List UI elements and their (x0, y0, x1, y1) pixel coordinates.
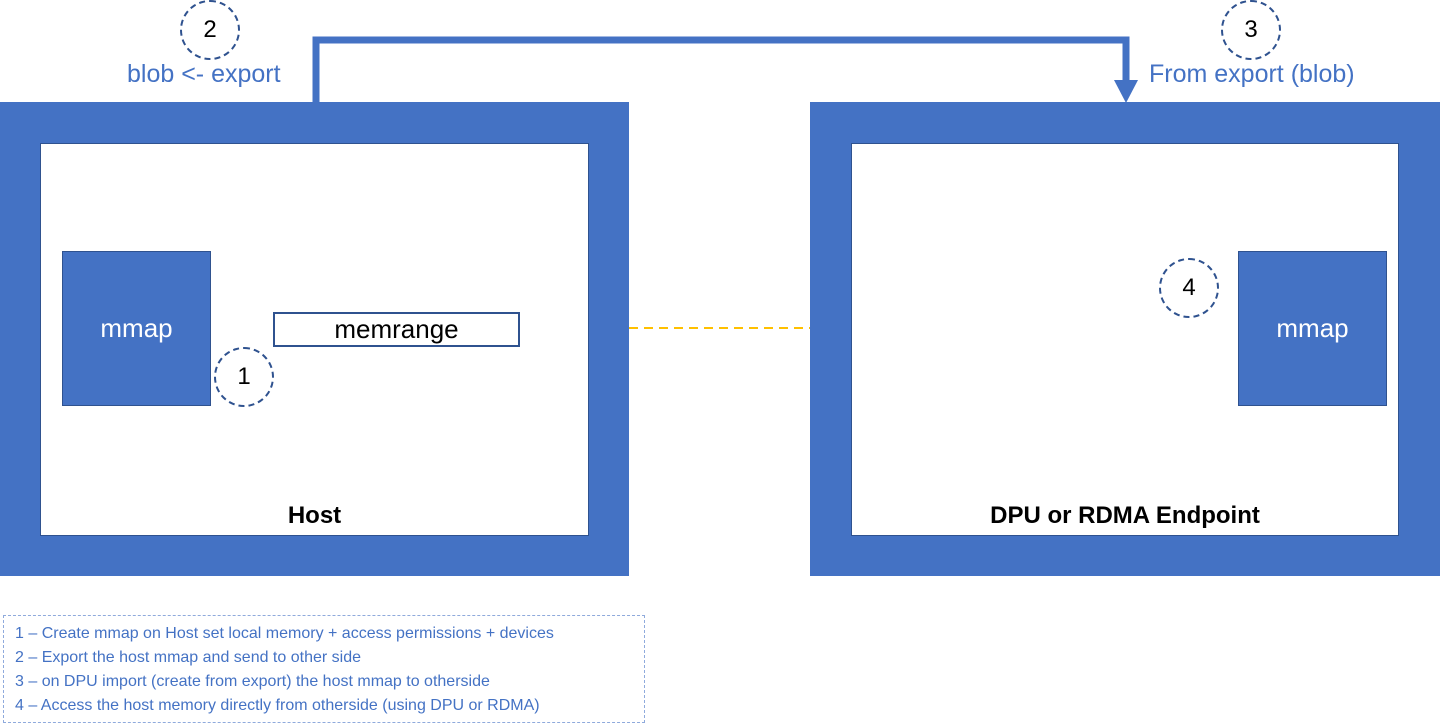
steps-legend: 1 – Create mmap on Host set local memory… (3, 615, 645, 723)
step-1-circle: 1 (214, 347, 274, 407)
import-caption: From export (blob) (1149, 60, 1355, 88)
export-caption: blob <- export (127, 60, 281, 88)
legend-item-4: 4 – Access the host memory directly from… (15, 697, 540, 714)
export-path-arrowhead (1114, 80, 1138, 103)
dpu-label: DPU or RDMA Endpoint (990, 502, 1260, 529)
host-label: Host (287, 502, 342, 529)
export-path-arrow (312, 36, 1130, 104)
memrange-box: memrange (273, 312, 520, 347)
legend-item-3: 3 – on DPU import (create from export) t… (15, 673, 490, 690)
step-4-circle: 4 (1159, 258, 1219, 318)
legend-item-1: 1 – Create mmap on Host set local memory… (15, 625, 554, 642)
step-3-circle: 3 (1221, 0, 1281, 60)
step-2-circle: 2 (180, 0, 240, 60)
host-mmap-box: mmap (62, 251, 211, 406)
dpu-mmap-box: mmap (1238, 251, 1387, 406)
legend-item-2: 2 – Export the host mmap and send to oth… (15, 649, 361, 666)
